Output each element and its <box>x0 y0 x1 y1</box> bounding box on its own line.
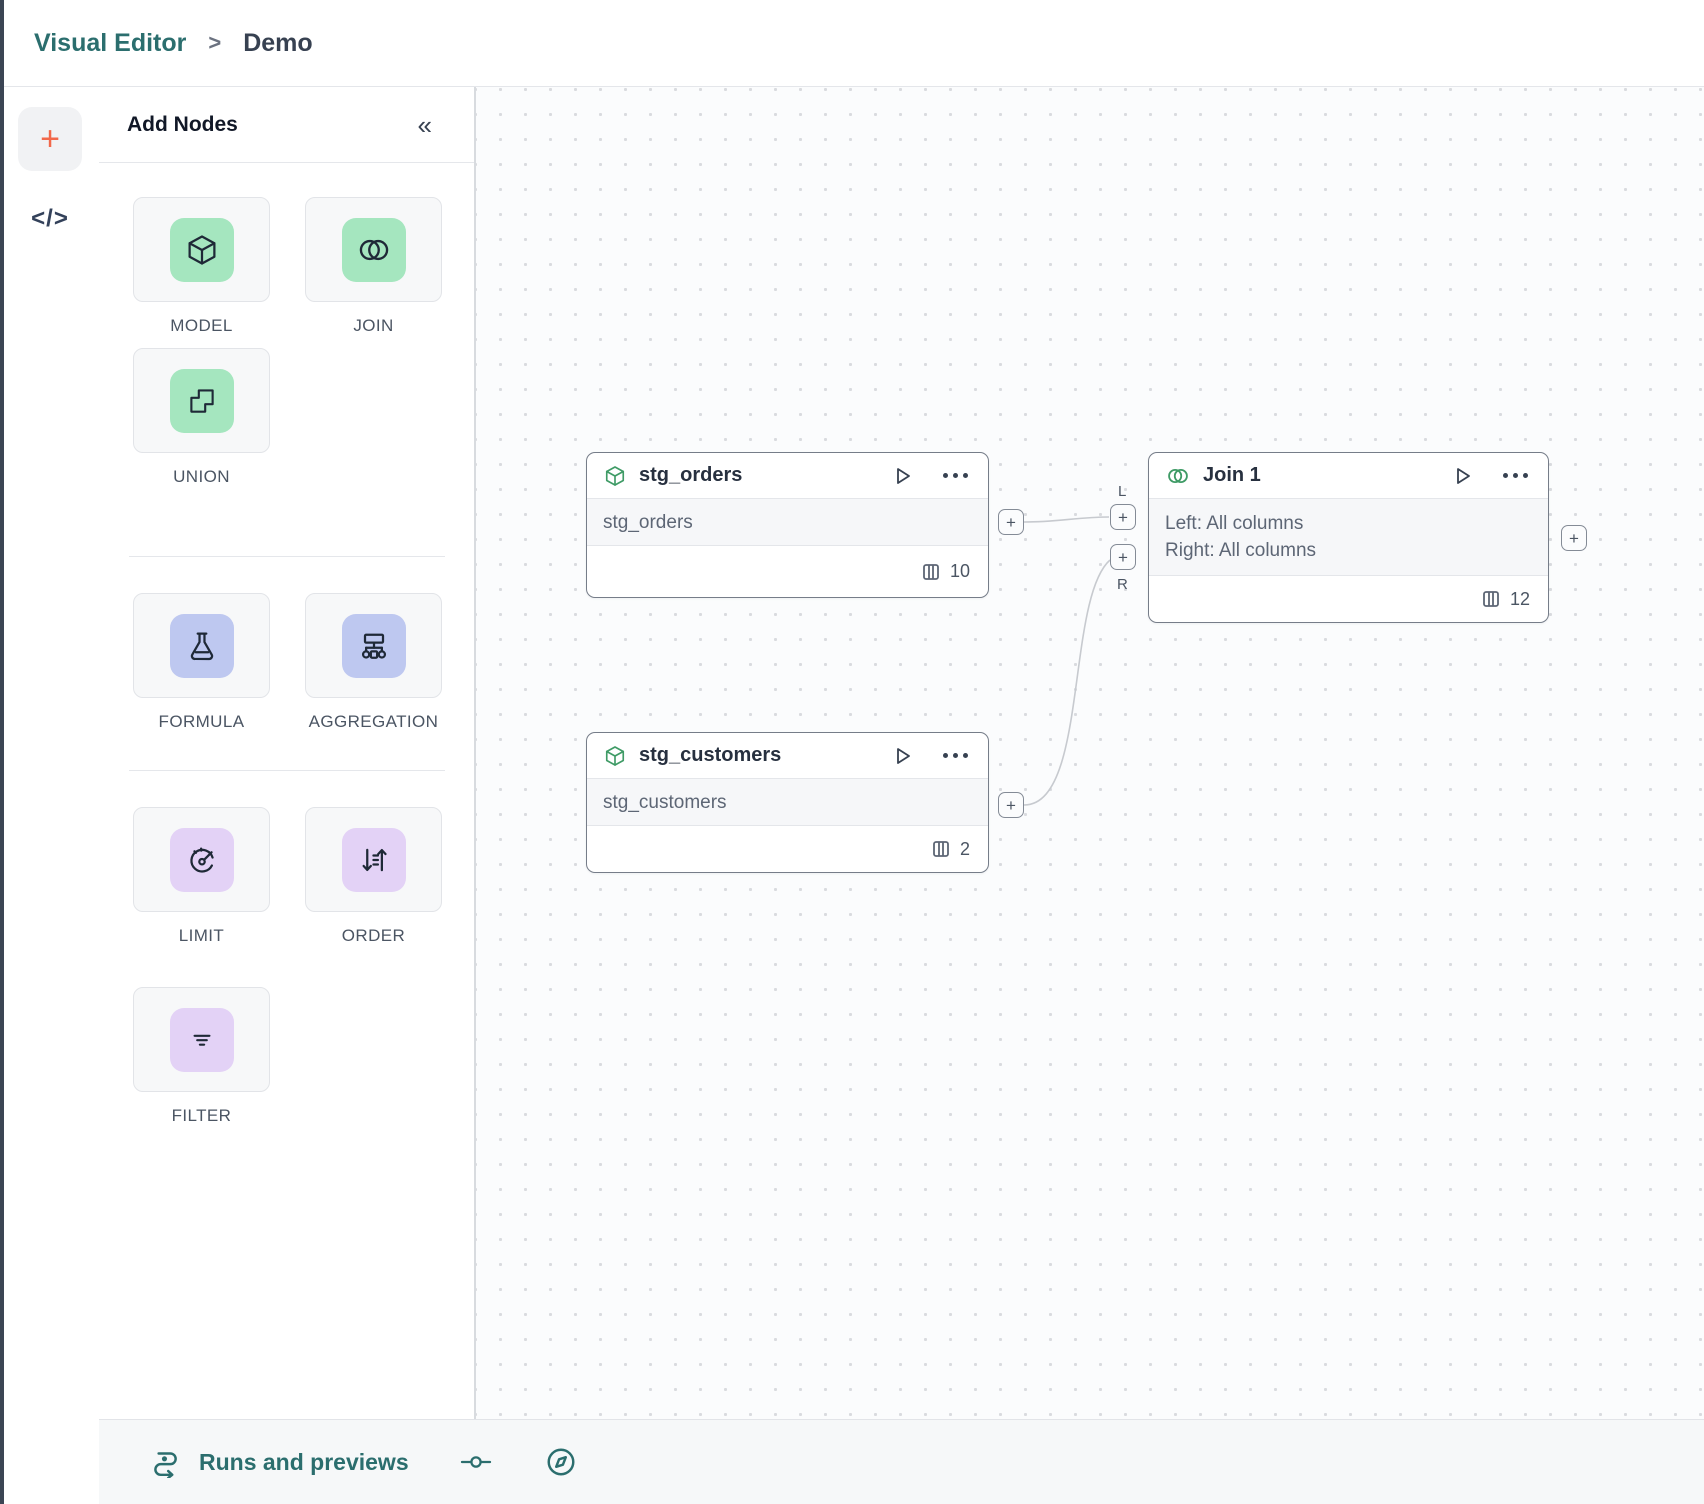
node-title: stg_customers <box>639 744 782 766</box>
port-join-output[interactable]: + <box>1561 525 1587 551</box>
port-stg-customers-output[interactable]: + <box>998 792 1024 818</box>
flow-canvas[interactable]: stg_orders stg_orders 10 stg_cust <box>476 87 1704 1419</box>
add-nodes-header: Add Nodes « <box>99 87 474 163</box>
palette-label-formula: FORMULA <box>158 712 245 731</box>
node-header: stg_orders <box>587 453 988 498</box>
breadcrumb-separator: > <box>208 30 222 55</box>
port-join-right-input[interactable]: + <box>1110 544 1136 570</box>
join-circles-icon <box>1168 468 1188 483</box>
cube-icon <box>605 465 625 486</box>
add-nodes-panel: Add Nodes « MODEL <box>99 87 476 1419</box>
play-icon <box>897 747 910 764</box>
compass-icon[interactable] <box>545 1446 577 1478</box>
port-stg-orders-output[interactable]: + <box>998 509 1024 535</box>
plus-icon: + <box>1006 512 1016 532</box>
palette-label-limit: LIMIT <box>178 926 225 945</box>
node-join-1[interactable]: Join 1 Left: All columns Right: All colu… <box>1148 452 1549 623</box>
node-footer: 12 <box>1149 576 1548 622</box>
play-icon <box>1457 467 1470 484</box>
node-menu-button[interactable] <box>1503 473 1528 478</box>
add-node-button[interactable]: + <box>18 107 82 171</box>
node-subtitle: stg_orders <box>603 511 693 533</box>
play-icon <box>897 467 910 484</box>
node-menu-button[interactable] <box>943 473 968 478</box>
palette-divider <box>129 556 445 557</box>
join-left-config: Left: All columns <box>1165 513 1304 534</box>
palette-item-filter[interactable] <box>133 987 270 1092</box>
palette-item-union[interactable] <box>133 348 270 453</box>
top-header: Visual Editor > Demo <box>0 0 1704 87</box>
node-stg-customers[interactable]: stg_customers stg_customers 2 <box>586 732 989 873</box>
hierarchy-icon <box>361 633 386 659</box>
columns-icon <box>933 841 949 857</box>
node-header: stg_customers <box>587 733 988 778</box>
node-footer: 10 <box>587 546 988 597</box>
app-edge-divider <box>0 0 4 1504</box>
column-count: 10 <box>949 561 970 581</box>
sort-arrows-icon <box>362 848 387 871</box>
plus-icon: + <box>40 119 60 158</box>
plus-icon: + <box>1006 795 1016 815</box>
code-view-button[interactable]: </> <box>12 199 88 239</box>
add-nodes-title: Add Nodes <box>127 112 238 136</box>
columns-icon <box>1483 591 1499 607</box>
port-join-left-input[interactable]: + <box>1110 504 1136 530</box>
join-circles-icon <box>359 239 388 260</box>
palette-label-filter: FILTER <box>171 1106 232 1125</box>
node-body: Left: All columns Right: All columns <box>1149 498 1548 576</box>
collapse-panel-icon[interactable]: « <box>417 109 432 140</box>
palette-item-limit[interactable] <box>133 807 270 912</box>
palette-divider <box>129 770 445 771</box>
node-menu-button[interactable] <box>943 753 968 758</box>
cube-icon <box>188 234 215 265</box>
gauge-icon <box>189 847 214 873</box>
column-count: 12 <box>1509 588 1530 609</box>
node-title: Join 1 <box>1203 464 1261 486</box>
join-right-config: Right: All columns <box>1165 540 1317 561</box>
filter-lines-icon <box>193 1034 210 1046</box>
port-label-right: R <box>1117 576 1128 593</box>
palette-label-model: MODEL <box>170 316 233 335</box>
palette-item-aggregation[interactable] <box>305 593 442 698</box>
plus-icon: + <box>1569 528 1579 548</box>
column-count: 2 <box>959 838 970 859</box>
run-node-button[interactable] <box>887 464 917 488</box>
node-body: stg_orders <box>587 498 988 546</box>
node-stg-orders[interactable]: stg_orders stg_orders 10 <box>586 452 989 598</box>
run-node-button[interactable] <box>1447 464 1477 488</box>
palette-item-order[interactable] <box>305 807 442 912</box>
palette-label-union: UNION <box>173 467 230 486</box>
edge-connections <box>1023 516 1111 806</box>
breadcrumb-current: Demo <box>243 28 313 57</box>
palette-item-model[interactable] <box>133 197 270 302</box>
union-squares-icon <box>189 388 214 413</box>
port-label-left: L <box>1118 483 1127 500</box>
run-node-button[interactable] <box>887 744 917 768</box>
left-toolbar: + </> <box>4 87 99 1504</box>
node-body: stg_customers <box>587 778 988 826</box>
plus-icon: + <box>1118 547 1128 567</box>
palette-label-order: ORDER <box>341 926 406 945</box>
flask-icon <box>190 632 213 660</box>
palette-label-aggregation: AGGREGATION <box>308 712 439 731</box>
runs-flow-icon <box>154 1452 177 1478</box>
code-icon: </> <box>31 205 69 232</box>
node-subtitle: stg_customers <box>603 791 727 813</box>
breadcrumb-root-link[interactable]: Visual Editor <box>34 28 187 57</box>
commit-icon[interactable] <box>459 1449 493 1475</box>
palette-item-join[interactable] <box>305 197 442 302</box>
node-footer: 2 <box>587 826 988 872</box>
palette-item-formula[interactable] <box>133 593 270 698</box>
cube-icon <box>605 745 625 766</box>
palette-label-join: JOIN <box>353 316 394 335</box>
runs-and-previews-button[interactable]: Runs and previews <box>199 1448 409 1475</box>
columns-icon <box>923 563 939 580</box>
node-title: stg_orders <box>639 464 743 486</box>
plus-icon: + <box>1118 507 1128 527</box>
node-header: Join 1 <box>1149 453 1548 498</box>
bottom-status-bar: Runs and previews <box>99 1419 1704 1504</box>
